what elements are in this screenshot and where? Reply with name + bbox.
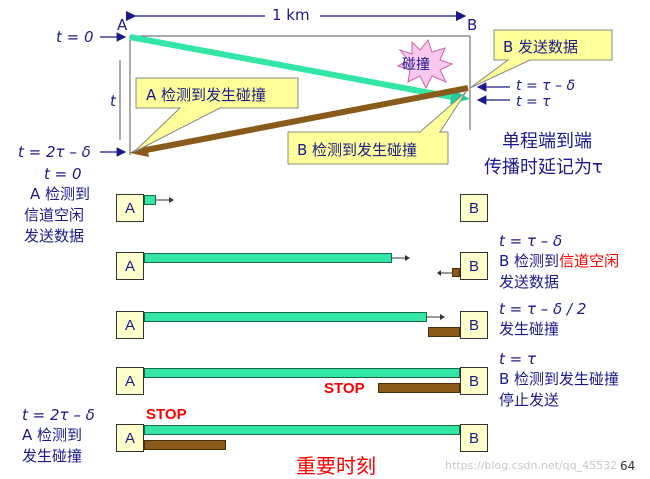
- callout-b-send-text: B 发送数据: [503, 38, 579, 56]
- row-5-frame-a: [144, 425, 460, 435]
- row-3-time: t = τ – δ / 2: [499, 300, 587, 318]
- top-node-b-label: B: [467, 16, 478, 34]
- row-2-line1-highlight: 信道空闲: [559, 252, 620, 270]
- row-5-node-a: A: [116, 424, 144, 452]
- row-1-left-line: A 检测到: [30, 185, 91, 203]
- row-1-left-line: 信道空闲: [24, 206, 85, 224]
- time-label-tau-delta: t = τ – δ: [516, 78, 576, 94]
- watermark: https://blog.csdn.net/qq_45532: [445, 459, 618, 472]
- row-3-line1: 发生碰撞: [499, 320, 560, 338]
- callout-a-detect-shape: [133, 77, 299, 153]
- row-2-arrow: [391, 255, 410, 261]
- row-4-line2: 停止发送: [499, 391, 560, 409]
- row-2-time: t = τ – δ: [499, 232, 563, 250]
- row-2-node-a: A: [116, 252, 144, 280]
- row-2-line1-prefix: B 检测到: [499, 252, 560, 270]
- row-1-arrow: [155, 197, 174, 203]
- row-4-line1: B 检测到发生碰撞: [499, 370, 620, 388]
- row-3-frame-a: [144, 312, 427, 322]
- row-4-node-a: A: [116, 367, 144, 395]
- propagation-note-line1: 单程端到端: [502, 131, 592, 152]
- row-5-left-line: 发生碰撞: [22, 447, 83, 465]
- page-number: 64: [620, 459, 636, 473]
- row-4-time: t = τ: [499, 350, 537, 368]
- row-2-arrow-b: [437, 270, 453, 276]
- row-1-left-line: t = 0: [44, 165, 82, 183]
- key-moments-title: 重要时刻: [296, 454, 376, 478]
- row-4-frame-a: [144, 368, 460, 378]
- top-node-a-label: A: [117, 16, 128, 34]
- time-label-t0: t = 0: [56, 28, 94, 46]
- row-3-arrow: [426, 314, 445, 320]
- timing-diagram: [100, 10, 613, 165]
- collision-burst-label: 碰撞: [402, 57, 430, 73]
- row-3-node-b: B: [460, 311, 488, 339]
- row-2-node-b: B: [460, 252, 488, 280]
- row-5-left-text: t = 2τ – δ A 检测到 发生碰撞: [22, 406, 95, 466]
- collision-burst-shape: [396, 38, 454, 90]
- row-4-stop-label: STOP: [324, 380, 365, 397]
- callout-b-detect-shape: [287, 131, 449, 165]
- row-4-node-b: B: [460, 367, 488, 395]
- row-3-right-text: t = τ – δ / 2 发生碰撞: [499, 300, 586, 339]
- row-4-frame-b: [378, 383, 460, 393]
- row-2-frame-b: [452, 268, 460, 277]
- row-5-frame-b: [144, 440, 226, 450]
- time-label-2tau-delta: t = 2τ – δ: [18, 143, 91, 161]
- row-5-node-b: B: [460, 424, 488, 452]
- row-1-node-a: A: [116, 194, 144, 222]
- propagation-note-line2: 传播时延记为τ: [484, 157, 603, 178]
- row-4-right-text: t = τ B 检测到发生碰撞 停止发送: [499, 350, 619, 410]
- row-1-left-line: 发送数据: [24, 227, 85, 245]
- callout-b-detect-text: B 检测到发生碰撞: [297, 141, 418, 159]
- row-5-left-line: A 检测到: [22, 426, 83, 444]
- row-2-line2: 发送数据: [499, 273, 560, 291]
- callout-a-detect-text: A 检测到发生碰撞: [146, 86, 267, 104]
- time-axis-label: t: [110, 92, 116, 110]
- row-2-frame-a: [144, 253, 392, 263]
- frame-signal-a: [129, 34, 453, 100]
- row-3-frame-b: [428, 327, 460, 337]
- callout-b-send-shape: [469, 29, 613, 89]
- row-5-stop-label: STOP: [146, 406, 187, 423]
- time-label-tau: t = τ: [516, 94, 551, 110]
- distance-label: 1 km: [272, 6, 310, 24]
- row-1-node-b: B: [460, 194, 488, 222]
- row-5-left-line: t = 2τ – δ: [22, 406, 95, 424]
- collision-signal-b: [145, 85, 469, 153]
- row-1-left-text: t = 0 A 检测到 信道空闲 发送数据: [24, 165, 90, 246]
- row-3-node-a: A: [116, 311, 144, 339]
- row-2-right-text: t = τ – δ B 检测到信道空闲 发送数据: [499, 232, 619, 292]
